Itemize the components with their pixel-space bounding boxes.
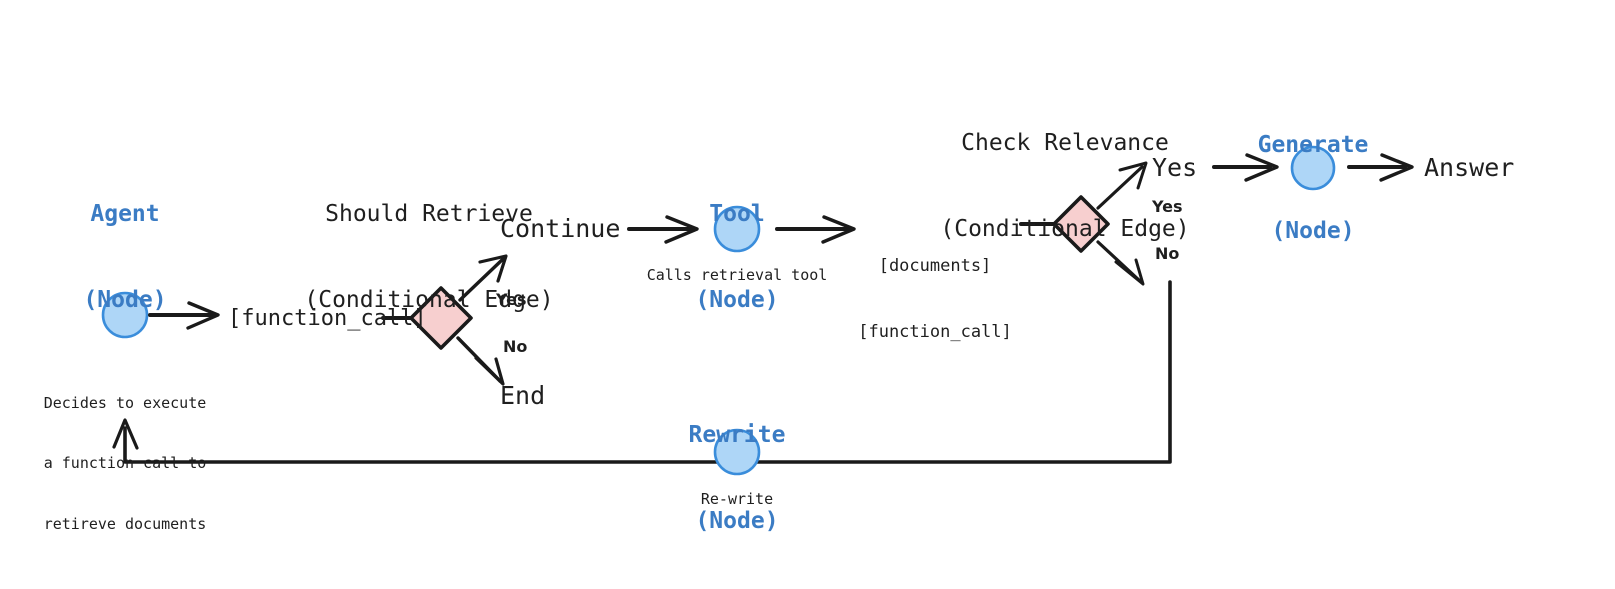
branch-label-should-retrieve-no: No <box>503 337 528 356</box>
edge-label-tool-output-line1: [documents] <box>878 256 992 277</box>
arrowhead-generate-to-answer <box>1379 153 1414 182</box>
arrowhead-check-relevance-no <box>1114 258 1145 286</box>
heading-agent-line1: Agent <box>90 200 160 227</box>
heading-should-retrieve: Should Retrieve (Conditional Edge) <box>219 142 639 372</box>
caption-rewrite: Re-write <box>700 490 774 508</box>
caption-agent-line1: Decides to execute <box>43 393 207 412</box>
arrowhead-continue-to-tool <box>664 215 699 244</box>
heading-rewrite-line2: (Node) <box>695 507 779 534</box>
edge-label-agent-function-call: [function_call] <box>228 306 427 331</box>
caption-agent-line2: a function call to <box>43 454 207 473</box>
arrowhead-check-relevance-yes <box>1118 161 1148 190</box>
edge-check-relevance-yes <box>1096 165 1144 210</box>
decision-should-retrieve[interactable] <box>409 286 473 350</box>
heading-check-relevance-line1: Check Relevance <box>961 129 1169 156</box>
heading-tool-line2: (Node) <box>695 286 779 313</box>
edge-label-answer: Answer <box>1424 153 1515 182</box>
caption-tool: Calls retrieval tool <box>646 266 828 284</box>
heading-agent: Agent (Node) <box>15 142 235 372</box>
branch-label-check-relevance-no: No <box>1155 244 1180 263</box>
edge-label-end: End <box>500 381 546 410</box>
heading-tool: Tool (Node) <box>627 142 847 372</box>
node-rewrite-circle[interactable] <box>713 428 761 476</box>
node-tool-circle[interactable] <box>713 205 761 253</box>
heading-tool-line1: Tool <box>709 200 765 227</box>
heading-check-relevance: Check Relevance (Conditional Edge) <box>845 71 1285 301</box>
heading-agent-line2: (Node) <box>83 286 167 313</box>
caption-agent: Decides to execute a function call to re… <box>5 352 245 575</box>
branch-label-should-retrieve-yes: Yes <box>496 290 527 309</box>
arrowhead-should-retrieve-no <box>474 356 505 386</box>
edge-label-tool-output: [documents] [function_call] <box>825 211 1045 388</box>
arrowhead-should-retrieve-yes <box>478 254 508 283</box>
heading-check-relevance-line2: (Conditional Edge) <box>940 215 1190 242</box>
heading-rewrite-line1: Rewrite <box>688 421 786 448</box>
arrowhead-feedback-loop-to-agent <box>112 418 139 450</box>
edge-label-continue: Continue <box>500 214 621 243</box>
edge-label-tool-output-line2: [function_call] <box>858 322 1012 343</box>
edge-label-relevance-yes: Yes <box>1152 153 1198 182</box>
heading-should-retrieve-line1: Should Retrieve <box>325 200 533 227</box>
arrowhead-tool-out <box>821 215 856 244</box>
heading-should-retrieve-line2: (Conditional Edge) <box>304 286 554 313</box>
node-agent-circle[interactable] <box>101 291 149 339</box>
decision-check-relevance[interactable] <box>1052 195 1110 253</box>
node-generate-circle[interactable] <box>1290 145 1336 191</box>
heading-generate-line2: (Node) <box>1271 217 1355 244</box>
branch-label-check-relevance-yes: Yes <box>1152 197 1183 216</box>
caption-agent-line3: retireve documents <box>43 515 207 533</box>
heading-generate: Generate (Node) <box>1193 73 1433 303</box>
heading-rewrite: Rewrite (Node) <box>617 363 857 589</box>
arrowhead-agent-out <box>186 301 220 330</box>
edge-rewrite-feedback-loop <box>123 280 1172 464</box>
arrowhead-yes-to-generate <box>1244 153 1279 182</box>
heading-generate-line1: Generate <box>1257 131 1369 158</box>
edge-should-retrieve-yes <box>458 257 505 302</box>
